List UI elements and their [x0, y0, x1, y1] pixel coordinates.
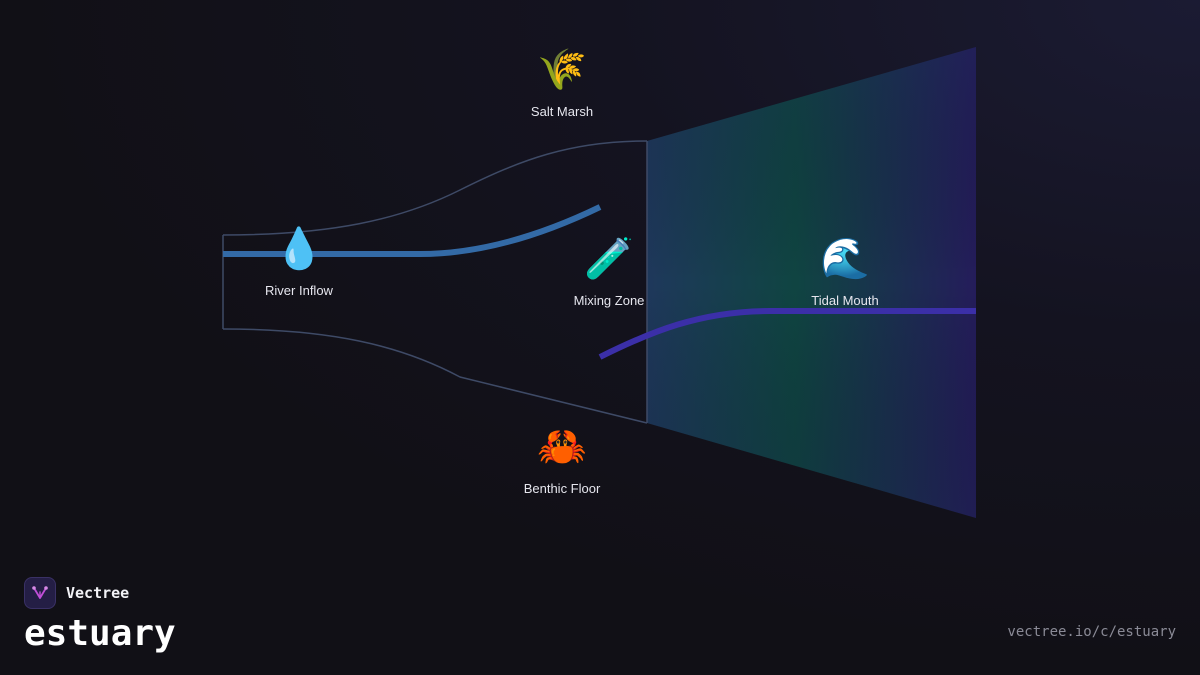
test-tube-icon: 🧪: [584, 236, 634, 282]
droplet-icon: 💧: [274, 226, 324, 272]
tidal-stream: [598, 308, 976, 360]
crab-icon: 🦀: [537, 424, 587, 470]
node-river-inflow[interactable]: 💧 River Inflow: [229, 225, 369, 299]
channel-outline-top: [222, 140, 648, 236]
water-wave-icon: 🌊: [820, 236, 870, 282]
node-salt-marsh[interactable]: 🌾 Salt Marsh: [492, 46, 632, 120]
node-label: Salt Marsh: [530, 104, 594, 119]
node-label: Tidal Mouth: [811, 293, 879, 308]
node-mixing-zone[interactable]: 🧪 Mixing Zone: [539, 235, 679, 309]
node-label: Benthic Floor: [523, 481, 601, 496]
node-benthic-floor[interactable]: 🦀 Benthic Floor: [492, 423, 632, 497]
page-title: estuary: [24, 613, 176, 654]
page-url-link[interactable]: vectree.io/c/estuary: [1007, 624, 1176, 640]
node-tidal-mouth[interactable]: 🌊 Tidal Mouth: [775, 235, 915, 309]
tidal-mouth-shade: [647, 47, 976, 518]
sheaf-of-rice-icon: 🌾: [537, 47, 587, 93]
node-label: Mixing Zone: [573, 293, 645, 308]
brand-name: Vectree: [66, 584, 130, 602]
river-stream: [223, 204, 602, 257]
vectree-logo-icon: [24, 577, 56, 609]
channel-outline-bottom: [222, 328, 648, 424]
brand-block: Vectree estuary: [24, 577, 176, 655]
node-label: River Inflow: [265, 283, 333, 298]
brand-row[interactable]: Vectree: [24, 577, 176, 609]
